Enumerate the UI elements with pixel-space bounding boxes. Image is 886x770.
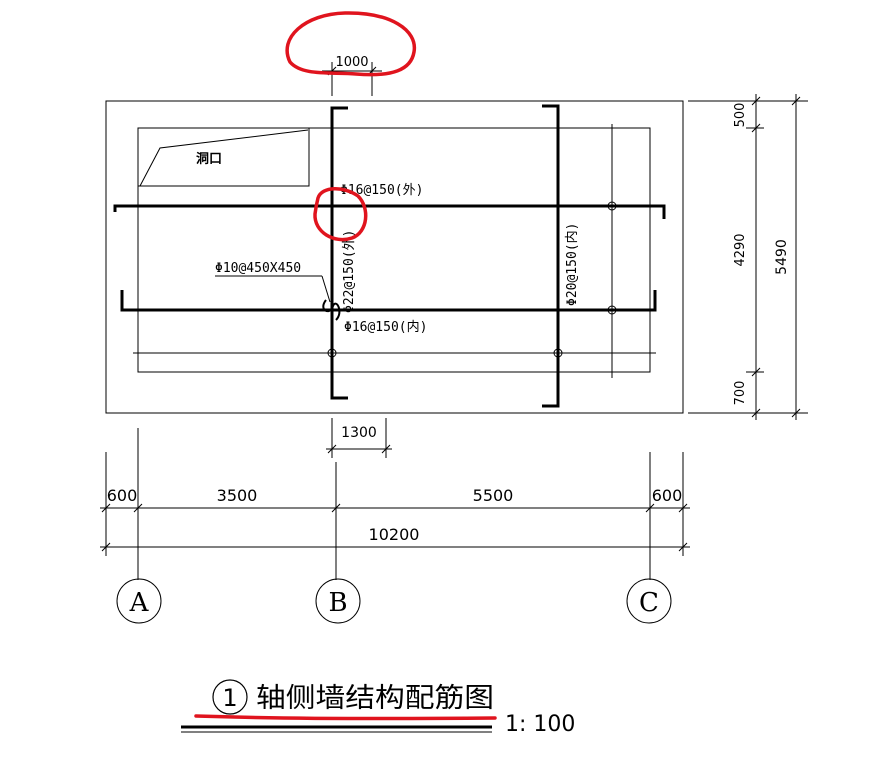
svg-text:C: C — [639, 588, 659, 618]
wall-outline — [105, 100, 684, 414]
bottom-width-dimension — [326, 418, 392, 458]
title-number: 1 — [222, 684, 237, 712]
rebar-inner-horizontal-label: Φ16@150(内) — [344, 319, 427, 335]
title-scale: 1: 100 — [505, 712, 575, 737]
wall-opening: 洞口 — [137, 127, 310, 187]
bottom-width-value: 1300 — [341, 425, 377, 441]
rebar-outer-horizontal-label: Φ16@150(外) — [340, 183, 423, 198]
axis-b: B — [315, 578, 361, 624]
reference-lines — [133, 124, 656, 378]
rebar-inner-vertical — [542, 104, 560, 408]
right-dimension-top: 500 — [733, 103, 748, 128]
top-dimension-value: 1000 — [335, 55, 368, 70]
bottom-dimension-span-bc: 5500 — [473, 486, 514, 505]
rebar-outer-vertical-label: Φ22@150(外) — [342, 230, 357, 313]
annotation-circle-top-dimension — [285, 11, 417, 77]
rebar-nodes — [327, 201, 617, 358]
svg-text:B: B — [328, 588, 347, 618]
inner-rebar-boundary — [137, 127, 651, 373]
top-dimension — [322, 62, 382, 96]
annotation-circle-outer-label — [313, 187, 368, 242]
title-text: 轴侧墙结构配筋图 — [256, 683, 494, 714]
rebar-lines — [113, 104, 666, 408]
bottom-dimension-right-edge: 600 — [652, 486, 683, 505]
rebar-outer-horizontal — [113, 204, 666, 219]
axis-bubbles: A B C — [116, 578, 672, 624]
axis-a: A — [116, 578, 162, 624]
rebar-inner-vertical-label: Φ20@150(内) — [564, 223, 580, 306]
right-dimension-total: 5490 — [774, 239, 790, 275]
right-dimensions — [688, 94, 808, 420]
tie-rebar: Φ10@450X450 — [215, 261, 341, 321]
axis-c: C — [626, 578, 672, 624]
svg-text:A: A — [129, 588, 150, 618]
right-dimension-middle: 4290 — [733, 233, 748, 266]
drawing-title: 1 轴侧墙结构配筋图 1: 100 — [181, 679, 575, 737]
tie-rebar-label: Φ10@450X450 — [215, 261, 301, 276]
bottom-dimension-left-edge: 600 — [107, 486, 138, 505]
title-number-circle — [212, 679, 248, 715]
rebar-inner-horizontal — [120, 290, 657, 312]
bottom-dimension-span-ab: 3500 — [217, 486, 258, 505]
rebar-outer-vertical — [330, 106, 348, 400]
right-dimension-bottom: 700 — [733, 381, 748, 406]
bottom-dimension-total: 10200 — [369, 525, 420, 544]
red-annotations — [194, 11, 497, 721]
bottom-dimensions — [100, 428, 690, 580]
annotation-title-underline — [194, 714, 497, 721]
opening-label: 洞口 — [196, 152, 222, 167]
